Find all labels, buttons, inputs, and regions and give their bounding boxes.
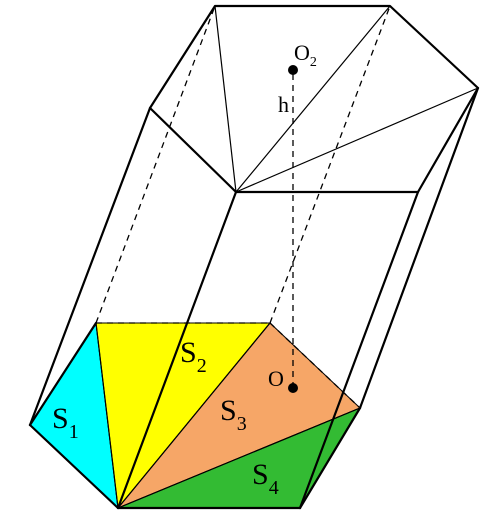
hidden-lateral-edge-right — [269, 5, 391, 324]
bottom-diagonals — [95, 322, 361, 509]
label-s4: S4 — [252, 458, 279, 499]
top-diagonal-3 — [235, 87, 479, 193]
label-h: h — [278, 92, 289, 117]
point-o2 — [288, 65, 298, 75]
visible-edges — [28, 4, 480, 510]
lateral-edge-4 — [358, 86, 480, 410]
lateral-edge-2 — [116, 190, 238, 510]
label-s2: S2 — [180, 336, 207, 377]
base-edge-left — [28, 321, 98, 427]
label-s3: S3 — [220, 394, 247, 435]
hidden-base-edge-right — [269, 322, 361, 409]
base-edge-front-left — [28, 423, 120, 510]
label-s1: S1 — [52, 402, 79, 443]
top-diagonal-2 — [235, 5, 391, 193]
label-o: O — [268, 366, 284, 391]
lateral-edge-3 — [298, 190, 420, 510]
bottom-diagonal-3 — [117, 407, 361, 509]
bottom-diagonal-1 — [95, 322, 119, 509]
hidden-lateral-edge-left — [95, 5, 216, 324]
base-edge-front-right — [298, 406, 362, 510]
top-diagonal-1 — [214, 5, 237, 193]
lateral-edge-1 — [28, 106, 152, 427]
label-o2: O2 — [294, 40, 317, 70]
bottom-diagonal-2 — [117, 322, 271, 509]
top-base — [148, 4, 480, 194]
top-diagonals — [214, 5, 479, 193]
point-o — [288, 383, 298, 393]
